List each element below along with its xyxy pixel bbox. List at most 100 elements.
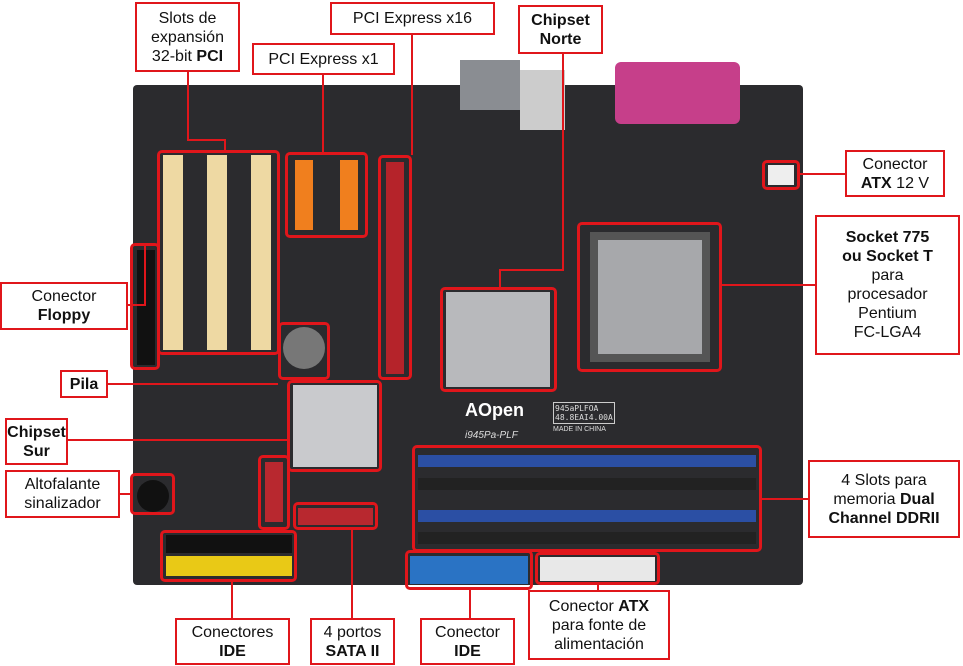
label-line: ATX 12 V [847, 174, 943, 193]
pcie-x1-slot [295, 160, 313, 230]
label-bold: ATX [618, 597, 650, 615]
label-line: Conectores [191, 623, 274, 641]
label-line: Floppy [37, 307, 91, 324]
south-chipset-highlight [287, 380, 382, 472]
atx-power-connector [540, 557, 655, 581]
speaker [137, 480, 169, 512]
ide-highlight [160, 530, 297, 582]
label-atx12v: Conector ATX 12 V [845, 150, 945, 197]
dimm-slot [418, 532, 756, 544]
label-line: Altofalante [24, 476, 101, 493]
label-text: 32-bit [151, 47, 197, 65]
label-line: Socket 775 [845, 229, 930, 246]
label-speaker: Altofalante sinalizador [5, 470, 120, 518]
lan-usb-ports [520, 70, 565, 130]
pci-slot [251, 155, 271, 350]
brand-logo: AOpen [465, 400, 525, 420]
label-line: ou Socket T [842, 248, 933, 265]
label-line: Conector [862, 155, 928, 173]
battery-highlight [278, 322, 330, 380]
label-text: memoria [833, 490, 900, 508]
label-line: sinalizador [24, 495, 101, 512]
ide-connector [166, 556, 292, 576]
label-pci-slots: Slots de expansión 32-bit PCI [135, 2, 240, 72]
pcie-x16-slot [386, 162, 404, 374]
cpu-socket [590, 232, 710, 362]
speaker-highlight [130, 473, 175, 515]
label-line: Channel DDRII [828, 509, 940, 527]
label-line: 4 Slots para [841, 471, 927, 489]
label-line: Pentium [858, 305, 917, 322]
ide-blue-highlight [405, 550, 533, 590]
label-line: 4 portos [323, 623, 382, 641]
label-memory: 4 Slots para memoria Dual Channel DDRII [808, 460, 960, 538]
code-line: 48.8EAI4.00A [555, 413, 613, 422]
code-line: 945aPLFOA [555, 404, 599, 413]
pcie-x16-highlight [378, 155, 412, 380]
audio-ports [460, 60, 520, 110]
made-in-label: MADE IN CHINA [553, 426, 606, 433]
label-line: procesador [847, 286, 928, 303]
atx12v-highlight [762, 160, 800, 190]
battery [283, 327, 325, 369]
label-line: Conector [435, 623, 500, 641]
sata-highlight [258, 455, 290, 530]
label-bold: ATX [860, 174, 892, 192]
pcie-x1-highlight [285, 152, 368, 238]
label-line: Conector ATX [530, 597, 668, 616]
label-line: IDE [454, 642, 481, 660]
label-line: FC-LGA4 [853, 324, 922, 341]
label-line: Norte [539, 30, 582, 48]
label-pcie-x16: PCI Express x16 [330, 2, 495, 35]
label-bold: Dual [900, 490, 935, 508]
label-line: Conector [31, 288, 97, 305]
sata-port [298, 508, 373, 525]
sata-port [265, 462, 283, 522]
socket-highlight [577, 222, 722, 372]
ide-connector [166, 535, 292, 553]
pcie-x1-slot [340, 160, 358, 230]
label-battery: Pila [60, 370, 108, 398]
pci-slot [163, 155, 183, 350]
label-bold: PCI [196, 47, 224, 65]
label-line: alimentación [554, 635, 644, 653]
dimm-slot [418, 510, 756, 522]
atx12v-connector [768, 165, 794, 185]
label-line: para fonte de [551, 616, 647, 634]
dimm-slot [418, 478, 756, 490]
label-pcie-x1: PCI Express x1 [252, 43, 395, 75]
label-line: IDE [219, 642, 246, 660]
label-line: Slots de [158, 9, 217, 27]
label-socket: Socket 775 ou Socket T para procesador Pen… [815, 215, 960, 355]
label-text: Conector [548, 597, 619, 615]
label-line: 32-bit PCI [137, 47, 238, 66]
label-text: 12 V [891, 174, 930, 192]
label-line: expansión [151, 28, 224, 46]
label-line: Sur [23, 442, 50, 460]
sata-highlight [293, 502, 378, 530]
south-chipset-heatsink [293, 385, 377, 467]
label-line: para [871, 267, 904, 284]
dimm-slot [418, 455, 756, 467]
label-line: SATA II [325, 642, 380, 660]
memory-highlight [412, 445, 762, 552]
north-chipset-highlight [440, 287, 557, 392]
label-line: memoria Dual [810, 490, 958, 509]
model-label: i945Pa-PLF [465, 430, 518, 441]
atx-highlight [535, 552, 660, 585]
north-chipset-heatsink [446, 292, 550, 387]
label-line: Chipset [531, 11, 590, 29]
floppy-connector [137, 250, 155, 365]
pci-slot [207, 155, 227, 350]
label-line: Chipset [7, 423, 66, 441]
parallel-port [615, 62, 740, 124]
